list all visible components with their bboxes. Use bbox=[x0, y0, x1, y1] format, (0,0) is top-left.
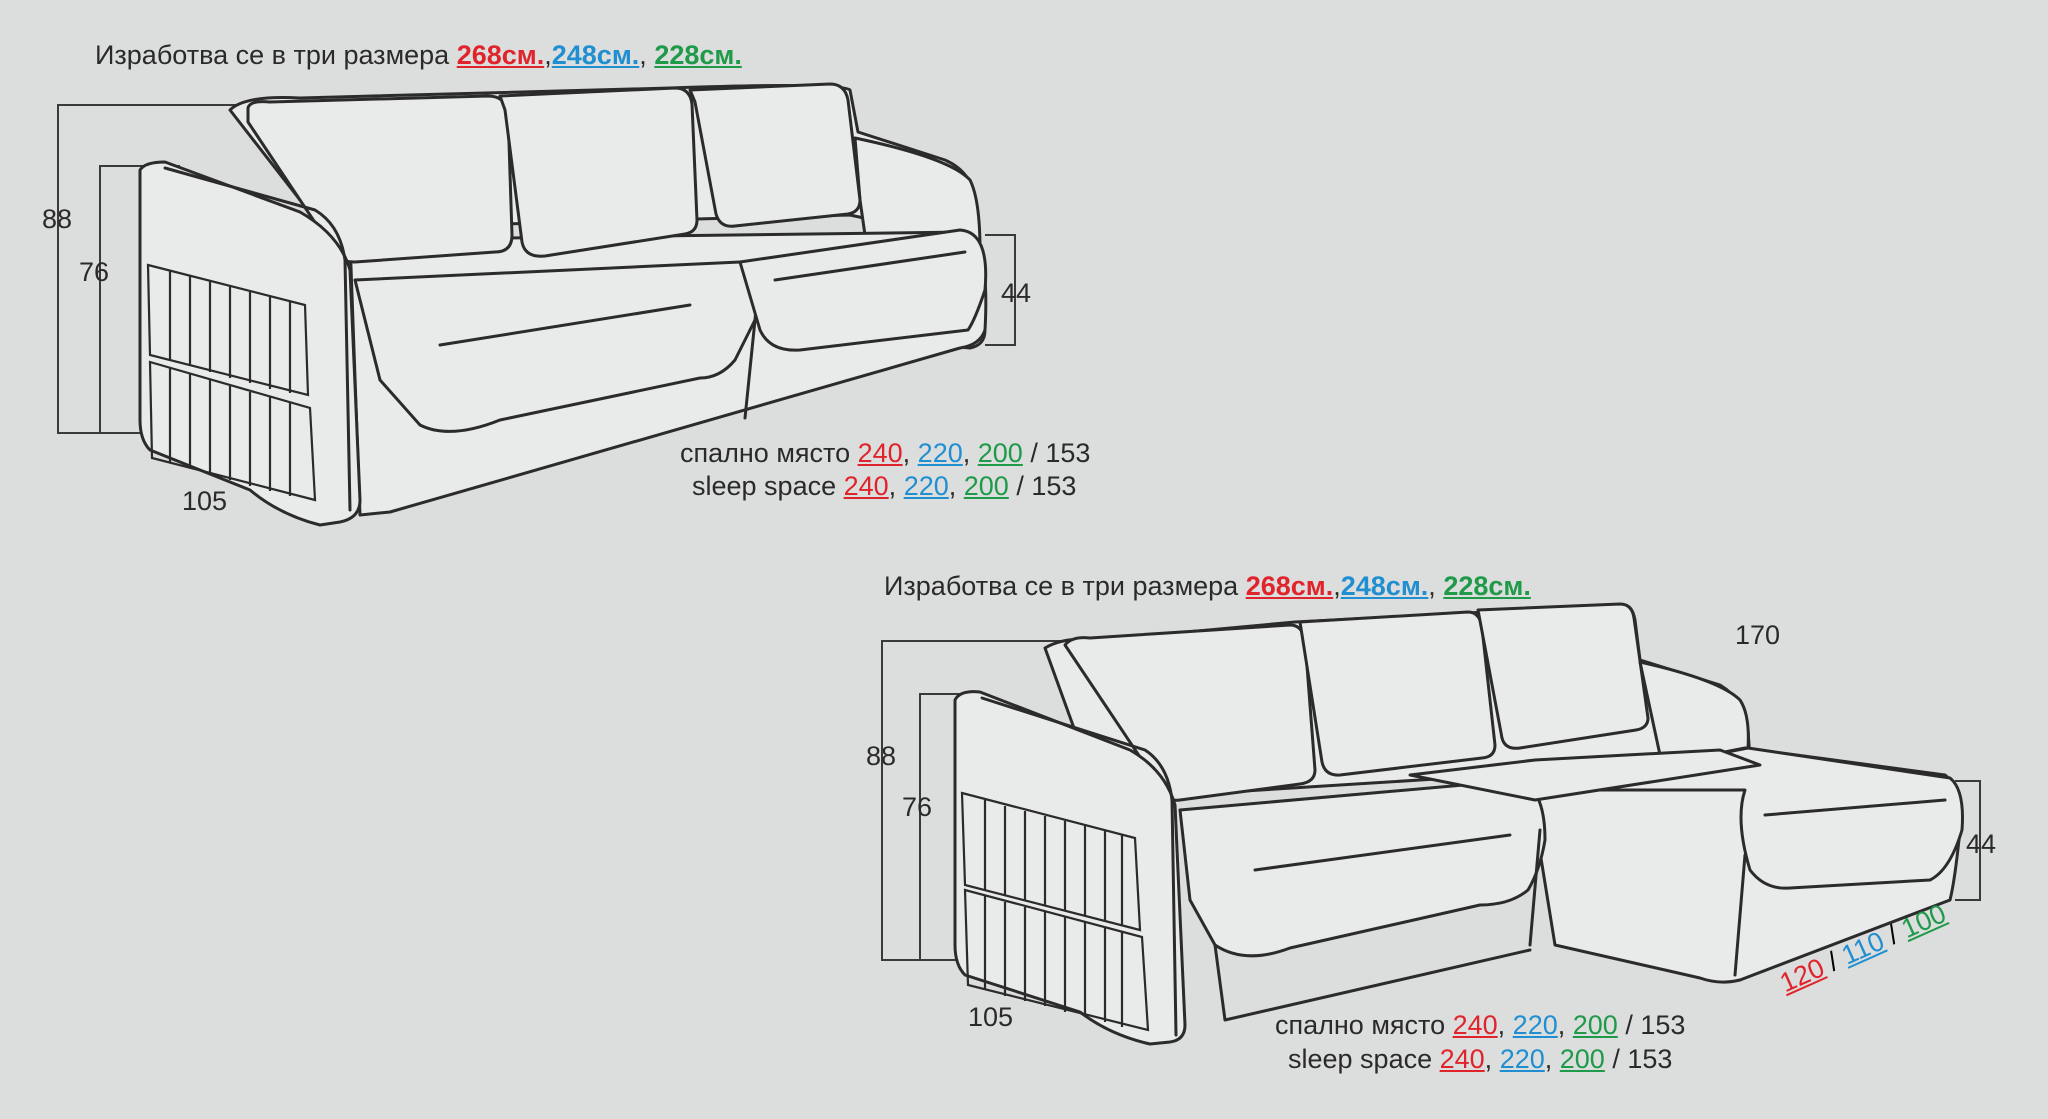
sofa1-sleep-en-comma2: , bbox=[948, 471, 964, 501]
sofa1-size-228: 228см. bbox=[654, 40, 742, 70]
sofa1-depth: 105 bbox=[182, 486, 228, 516]
sofa1-sleep-bg-comma2: , bbox=[962, 438, 978, 468]
sofa1-size-248: 248см. bbox=[551, 40, 640, 70]
sofa2-sleep-bg-240: 240 bbox=[1452, 1010, 1498, 1040]
sofa2-seat-cushion-2 bbox=[1408, 748, 1762, 802]
sofa2-base-edge bbox=[1213, 943, 1532, 1022]
sofa1-sleep-bg-240: 240 bbox=[857, 438, 903, 468]
sofa1-sleep-en-200: 200 bbox=[963, 471, 1009, 501]
sofa2-sleep-bg-label: спално място bbox=[1275, 1010, 1453, 1040]
sofa1-sleep-en-comma1: , bbox=[888, 471, 904, 501]
sofa2-sleep-en-220: 220 bbox=[1499, 1044, 1545, 1074]
sofa2-dim-44 bbox=[1955, 780, 1981, 901]
sofa1-dim-88 bbox=[57, 104, 245, 434]
sofa2-arm-edge bbox=[980, 696, 1178, 1037]
sofa2-sleep-en-comma2: , bbox=[1544, 1044, 1560, 1074]
sofa2-title-prefix: Изработва се в три размера bbox=[884, 571, 1246, 601]
sofa1-sleep-bg: спално място 240, 220, 200 / 153 bbox=[680, 438, 1090, 469]
sofa1-sleep-bg-label: спално място bbox=[680, 438, 858, 468]
sofa2-sleep-en-comma1: , bbox=[1484, 1044, 1500, 1074]
sofa2-chaise-edge bbox=[1733, 853, 1747, 977]
sofa2-sleep-en: sleep space 240, 220, 200 / 153 bbox=[1288, 1044, 1672, 1075]
sofa2-seam-1 bbox=[1253, 833, 1512, 872]
sofa2-height-total: 88 bbox=[866, 741, 897, 771]
sofa1-back-cushion-2 bbox=[498, 86, 699, 258]
sofa2-arm-panel-top bbox=[960, 791, 1142, 932]
sofa1-sleep-en-240: 240 bbox=[843, 471, 889, 501]
sofa1-sleep-bg-comma1: , bbox=[902, 438, 918, 468]
sofa2-chaise-length: 170 bbox=[1735, 620, 1781, 650]
sofa2-depth: 105 bbox=[968, 1002, 1014, 1032]
sofa1-height-total: 88 bbox=[42, 204, 73, 234]
sofa1-arm-panel-bottom bbox=[148, 360, 317, 502]
sofa2-sleep-bg-comma2: , bbox=[1557, 1010, 1573, 1040]
sofa1-title-sep1: , bbox=[544, 40, 552, 70]
sofa2-sleep-bg-200: 200 bbox=[1572, 1010, 1618, 1040]
sofa1-back-cushion-3 bbox=[688, 82, 862, 228]
sofa2-back-cushion-3 bbox=[1476, 602, 1650, 750]
sofa1-arm-panel-top bbox=[146, 263, 310, 397]
sofa2-sleep-en-label: sleep space bbox=[1288, 1044, 1440, 1074]
sofa2-chaise-seam bbox=[1763, 798, 1947, 817]
sofa1-arm-edge bbox=[163, 166, 352, 512]
sofa1-size-268: 268см. bbox=[456, 40, 545, 70]
sofa2-size-268: 268см. bbox=[1245, 571, 1334, 601]
sofa1-sizes-title: Изработва се в три размера 268см.,248см.… bbox=[95, 40, 742, 71]
sofa2-left-arm bbox=[953, 690, 1187, 1046]
sofa2-back-cushion-2 bbox=[1298, 610, 1497, 777]
sofa1-title-prefix: Изработва се в три размера bbox=[95, 40, 457, 70]
sofa2-drawing bbox=[881, 602, 1981, 1046]
sofa1-sleep-en-220: 220 bbox=[903, 471, 949, 501]
sofa1-sleep-bg-200: 200 bbox=[977, 438, 1023, 468]
sofa1-seat-cushion-2 bbox=[738, 228, 988, 352]
sofa2-height-arm: 76 bbox=[902, 792, 933, 822]
sofa2-arm-ribs bbox=[983, 800, 1124, 1027]
sofa1-arm-ribs bbox=[168, 270, 292, 496]
sofa1-sleep-en-width: / 153 bbox=[1008, 471, 1077, 501]
sofa1-sleep-en: sleep space 240, 220, 200 / 153 bbox=[692, 471, 1076, 502]
sofa2-sleep-bg-comma1: , bbox=[1497, 1010, 1513, 1040]
sofa1-sleep-bg-220: 220 bbox=[917, 438, 963, 468]
sofa1-seam-2 bbox=[773, 250, 967, 282]
sofa2-sizes-title: Изработва се в три размера 268см.,248см.… bbox=[884, 571, 1531, 602]
sofa1-dim-44 bbox=[985, 234, 1016, 346]
sofa1-seat-height: 44 bbox=[1001, 278, 1032, 308]
sofa2-sleep-en-width: / 153 bbox=[1604, 1044, 1673, 1074]
sofa1-drawing bbox=[57, 82, 1016, 527]
sofa2-seat-height: 44 bbox=[1966, 829, 1997, 859]
sofa1-seam-1 bbox=[438, 303, 692, 347]
sofa2-size-248: 248см. bbox=[1340, 571, 1429, 601]
sofa2-sleep-en-200: 200 bbox=[1559, 1044, 1605, 1074]
sofa1-title-sep2: , bbox=[639, 40, 655, 70]
sofa1-sleep-bg-width: / 153 bbox=[1022, 438, 1091, 468]
sofa2-size-228: 228см. bbox=[1443, 571, 1531, 601]
sofa2-title-sep1: , bbox=[1333, 571, 1341, 601]
sofa2-sleep-bg-width: / 153 bbox=[1617, 1010, 1686, 1040]
sofa2-title-sep2: , bbox=[1428, 571, 1444, 601]
sofa2-right-arm bbox=[1638, 660, 1750, 764]
sofa2-arm-panel-bottom bbox=[963, 888, 1150, 1032]
sofa1-sleep-en-label: sleep space bbox=[692, 471, 844, 501]
sofa2-seat-cushion-1 bbox=[1178, 778, 1547, 958]
sofa2-center-split bbox=[1528, 828, 1542, 947]
sofa2-sleep-en-240: 240 bbox=[1439, 1044, 1485, 1074]
sofa2-dim-76 bbox=[919, 693, 965, 960]
sofa1-height-arm: 76 bbox=[79, 257, 110, 287]
sofa2-sleep-bg: спално място 240, 220, 200 / 153 bbox=[1275, 1010, 1685, 1041]
sofa1-center-split bbox=[743, 318, 757, 420]
sofa2-sleep-bg-220: 220 bbox=[1512, 1010, 1558, 1040]
